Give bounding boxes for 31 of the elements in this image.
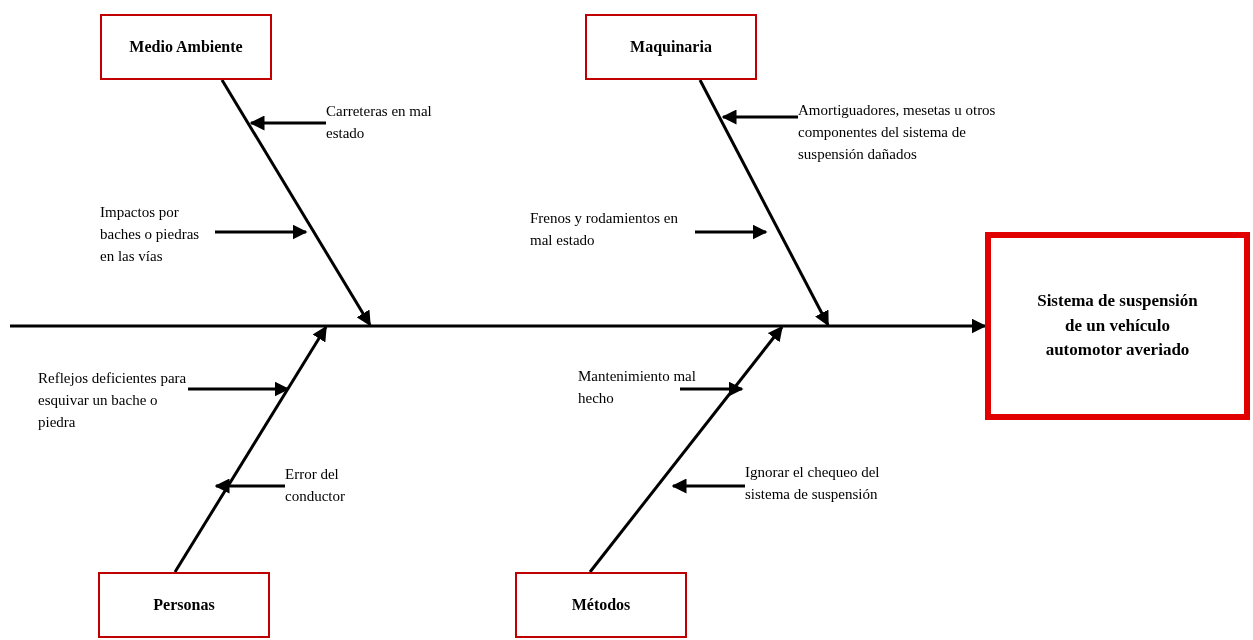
- spine-arrow: [10, 318, 987, 334]
- cause-arrow: [215, 224, 308, 240]
- cause-text: Reflejos deficientes para esquivar un bache o piedra: [38, 368, 188, 434]
- cause-text: Mantenimiento mal hecho: [578, 366, 708, 410]
- cause-text: Amortiguadores, mesetas u otros componentes del sistema de suspensión dañados: [798, 100, 998, 166]
- bone-arrow: [173, 325, 328, 573]
- cause-text: Carreteras en mal estado: [326, 101, 451, 145]
- cause-arrow: [680, 381, 744, 397]
- cause-text: Impactos por baches o piedras en las vías: [100, 202, 215, 268]
- category-box: [585, 14, 757, 80]
- cause-text: Error del conductor: [285, 464, 385, 508]
- category-box: [100, 14, 272, 80]
- cause-arrow: [721, 109, 798, 125]
- category-box: [515, 572, 687, 638]
- cause-arrow: [249, 115, 326, 131]
- category-label: Maquinaria: [630, 38, 712, 56]
- category-label: Métodos: [571, 596, 631, 614]
- category-label: Personas: [153, 596, 215, 614]
- cause-arrow: [695, 224, 768, 240]
- bone-arrow: [220, 79, 372, 327]
- effect-label: Sistema de suspensión de un vehículo automotor averiado: [1036, 290, 1199, 362]
- cause-arrow: [188, 381, 290, 397]
- cause-arrow: [214, 478, 285, 494]
- bone-arrow: [588, 325, 784, 573]
- cause-text: Ignorar el chequeo del sistema de suspensión: [745, 462, 915, 506]
- effect-box: [985, 232, 1250, 420]
- cause-arrow: [671, 478, 745, 494]
- category-box: [98, 572, 270, 638]
- category-label: Medio Ambiente: [129, 38, 243, 56]
- bone-arrow: [698, 79, 830, 327]
- cause-text: Frenos y rodamientos en mal estado: [530, 208, 695, 252]
